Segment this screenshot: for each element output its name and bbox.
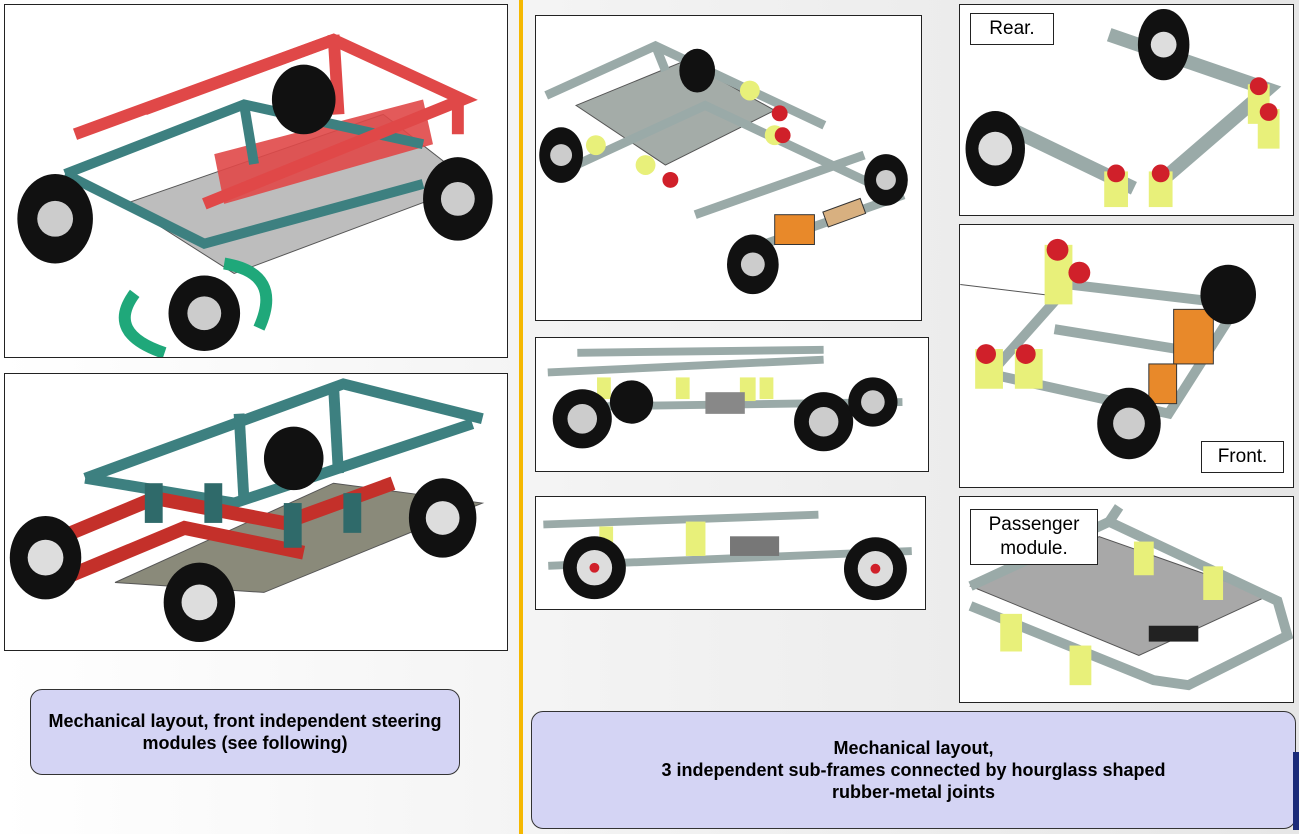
- iso-chassis-render: [539, 40, 908, 295]
- front-label: Front.: [1201, 441, 1284, 473]
- left-caption-text: Mechanical layout, front independent ste…: [48, 711, 442, 753]
- right-caption-line3: rubber-metal joints: [831, 782, 996, 802]
- render-panel-side-chassis: [535, 337, 929, 472]
- passenger-label-line2: module.: [1000, 538, 1068, 559]
- side-chassis-render: [547, 345, 903, 452]
- right-caption: Mechanical layout, 3 independent sub-fra…: [531, 711, 1296, 829]
- side-passenger-render: [543, 510, 912, 601]
- steering-modules-render: [17, 33, 493, 357]
- corner-accent: [1293, 752, 1299, 830]
- render-panel-iso-chassis: [535, 15, 922, 321]
- render-panel-rear-module: Rear.: [959, 4, 1294, 216]
- passenger-label-line1: Passenger: [988, 514, 1080, 535]
- passenger-module-render: [968, 504, 1293, 691]
- right-caption-line1: Mechanical layout,: [833, 738, 994, 758]
- front-module-render: [960, 238, 1257, 460]
- passenger-label: Passenger module.: [970, 509, 1098, 565]
- render-panel-passenger-module: Passenger module.: [959, 496, 1294, 703]
- render-panel-front-module: Front.: [959, 224, 1294, 488]
- vertical-divider: [519, 0, 523, 834]
- render-panel-side-passenger: [535, 496, 926, 610]
- rear-module-render: [965, 8, 1282, 208]
- rear-label: Rear.: [970, 13, 1054, 45]
- render-panel-tube-frame: [4, 373, 508, 651]
- tube-frame-render: [9, 378, 485, 643]
- right-caption-line2: 3 independent sub-frames connected by ho…: [661, 760, 1166, 780]
- left-caption: Mechanical layout, front independent ste…: [30, 689, 460, 775]
- render-panel-steering-modules: [4, 4, 508, 358]
